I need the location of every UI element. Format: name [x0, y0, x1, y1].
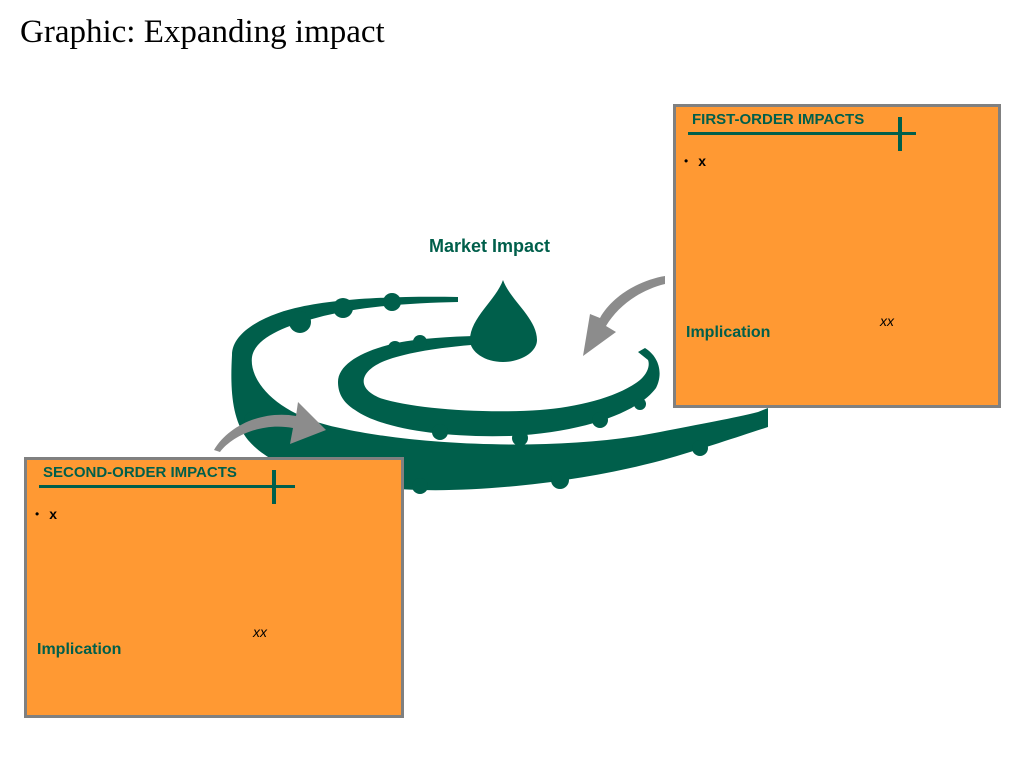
- first-order-bullet: • x: [684, 153, 706, 169]
- second-order-bullet-text: x: [49, 506, 57, 522]
- second-order-impacts-box: SECOND-ORDER IMPACTS • x xx Implication: [24, 457, 404, 718]
- market-impact-label: Market Impact: [429, 236, 551, 256]
- water-drop-icon: [470, 280, 537, 362]
- second-order-plus-tick: [272, 470, 276, 504]
- first-order-impacts-box: FIRST-ORDER IMPACTS • x xx Implication: [673, 104, 1001, 408]
- second-order-bullet: • x: [35, 506, 57, 522]
- second-order-heading: SECOND-ORDER IMPACTS: [43, 464, 237, 481]
- inner-ripple: [338, 335, 660, 437]
- page-title: Graphic: Expanding impact: [20, 14, 385, 50]
- first-order-implication: Implication: [686, 324, 771, 341]
- bullet-icon: •: [684, 154, 689, 168]
- first-order-plus-tick: [898, 117, 902, 151]
- bullet-icon: •: [35, 507, 40, 521]
- arrow-to-second-order: [214, 402, 326, 452]
- outer-ripple: [231, 296, 769, 491]
- first-order-heading: FIRST-ORDER IMPACTS: [692, 111, 865, 128]
- second-order-implication: Implication: [37, 641, 122, 658]
- second-order-underline: [39, 485, 295, 488]
- arrow-from-first-order: [583, 276, 665, 356]
- first-order-underline: [688, 132, 916, 135]
- second-order-value: xx: [253, 624, 267, 640]
- first-order-value: xx: [880, 313, 894, 329]
- first-order-bullet-text: x: [698, 153, 706, 169]
